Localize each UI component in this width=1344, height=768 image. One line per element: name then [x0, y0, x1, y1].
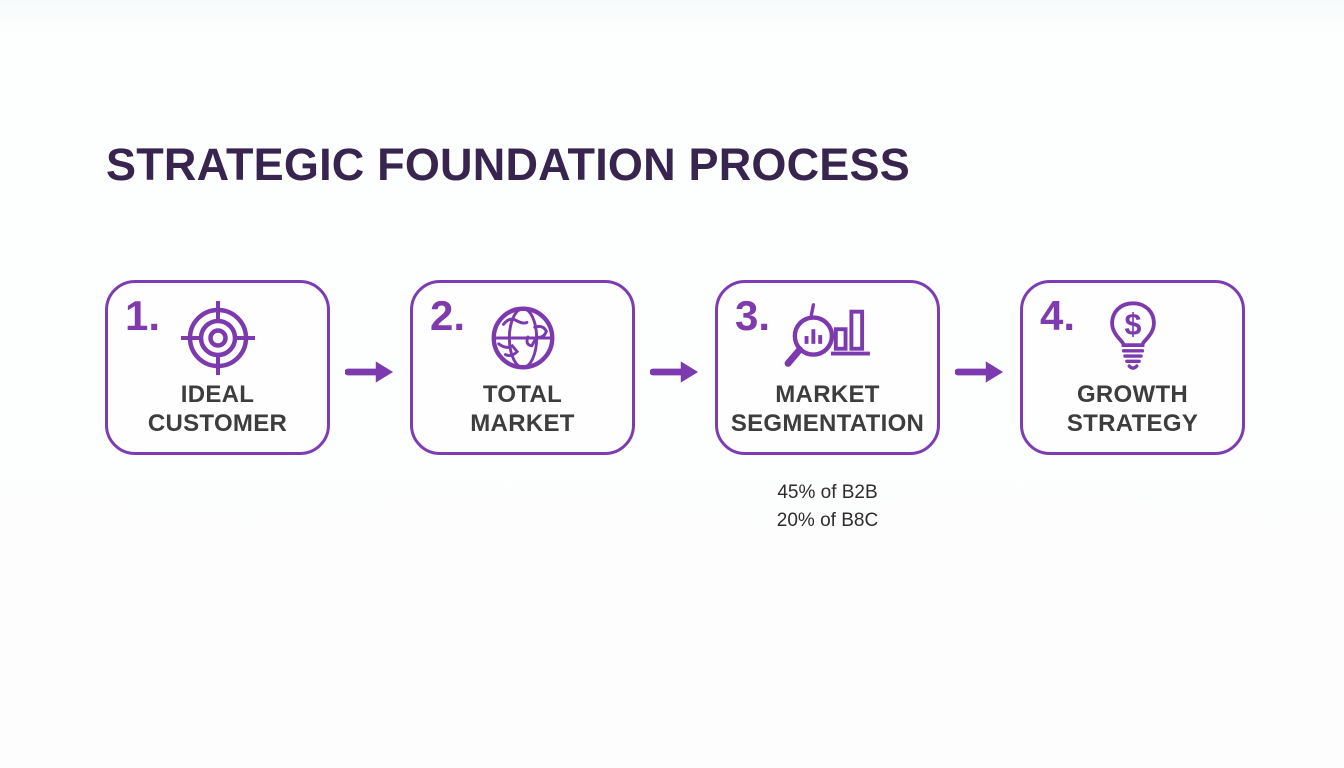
step-number: 3. [735, 292, 771, 339]
step-box-total-market: 2. TOTAL MARKET [410, 280, 635, 455]
market-analysis-icon [718, 294, 937, 382]
arrow-right-icon [940, 280, 1020, 455]
step-label-line: MARKET [775, 381, 880, 408]
step-label: MARKET SEGMENTATION [718, 380, 937, 438]
step-label: TOTAL MARKET [413, 380, 632, 438]
segmentation-notes: 45% of B2B 20% of B8C [715, 479, 940, 535]
note-line: 45% of B2B [777, 482, 878, 503]
step-label-line: STRATEGY [1066, 410, 1199, 437]
page-title: STRATEGIC FOUNDATION PROCESS [106, 139, 910, 190]
step-label-line: SEGMENTATION [730, 410, 925, 437]
step-label-line: CUSTOMER [147, 410, 288, 437]
arrow-right-icon [330, 280, 410, 455]
step-label-line: GROWTH [1076, 381, 1189, 408]
step-label-line: TOTAL [482, 381, 563, 408]
step-number: 1. [125, 292, 161, 339]
process-flow: 1. IDEAL CUSTOMER [105, 280, 1245, 455]
target-icon [108, 294, 327, 382]
note-line: 20% of B8C [776, 510, 879, 531]
globe-icon [413, 294, 632, 382]
lightbulb-dollar-icon: $ [1023, 294, 1242, 382]
step-label-line: IDEAL [180, 381, 255, 408]
step-box-growth-strategy: 4. $ GROWTH STRATEGY [1020, 280, 1245, 455]
step-label-line: MARKET [470, 410, 575, 437]
arrow-right-icon [635, 280, 715, 455]
dollar-symbol: $ [1124, 308, 1141, 342]
step-number: 4. [1040, 292, 1076, 339]
step-box-ideal-customer: 1. IDEAL CUSTOMER [105, 280, 330, 455]
step-box-market-segmentation: 3. MARKET SEGMENTATION [715, 280, 940, 455]
step-label: IDEAL CUSTOMER [108, 380, 327, 438]
step-number: 2. [430, 292, 466, 339]
step-label: GROWTH STRATEGY [1023, 380, 1242, 438]
